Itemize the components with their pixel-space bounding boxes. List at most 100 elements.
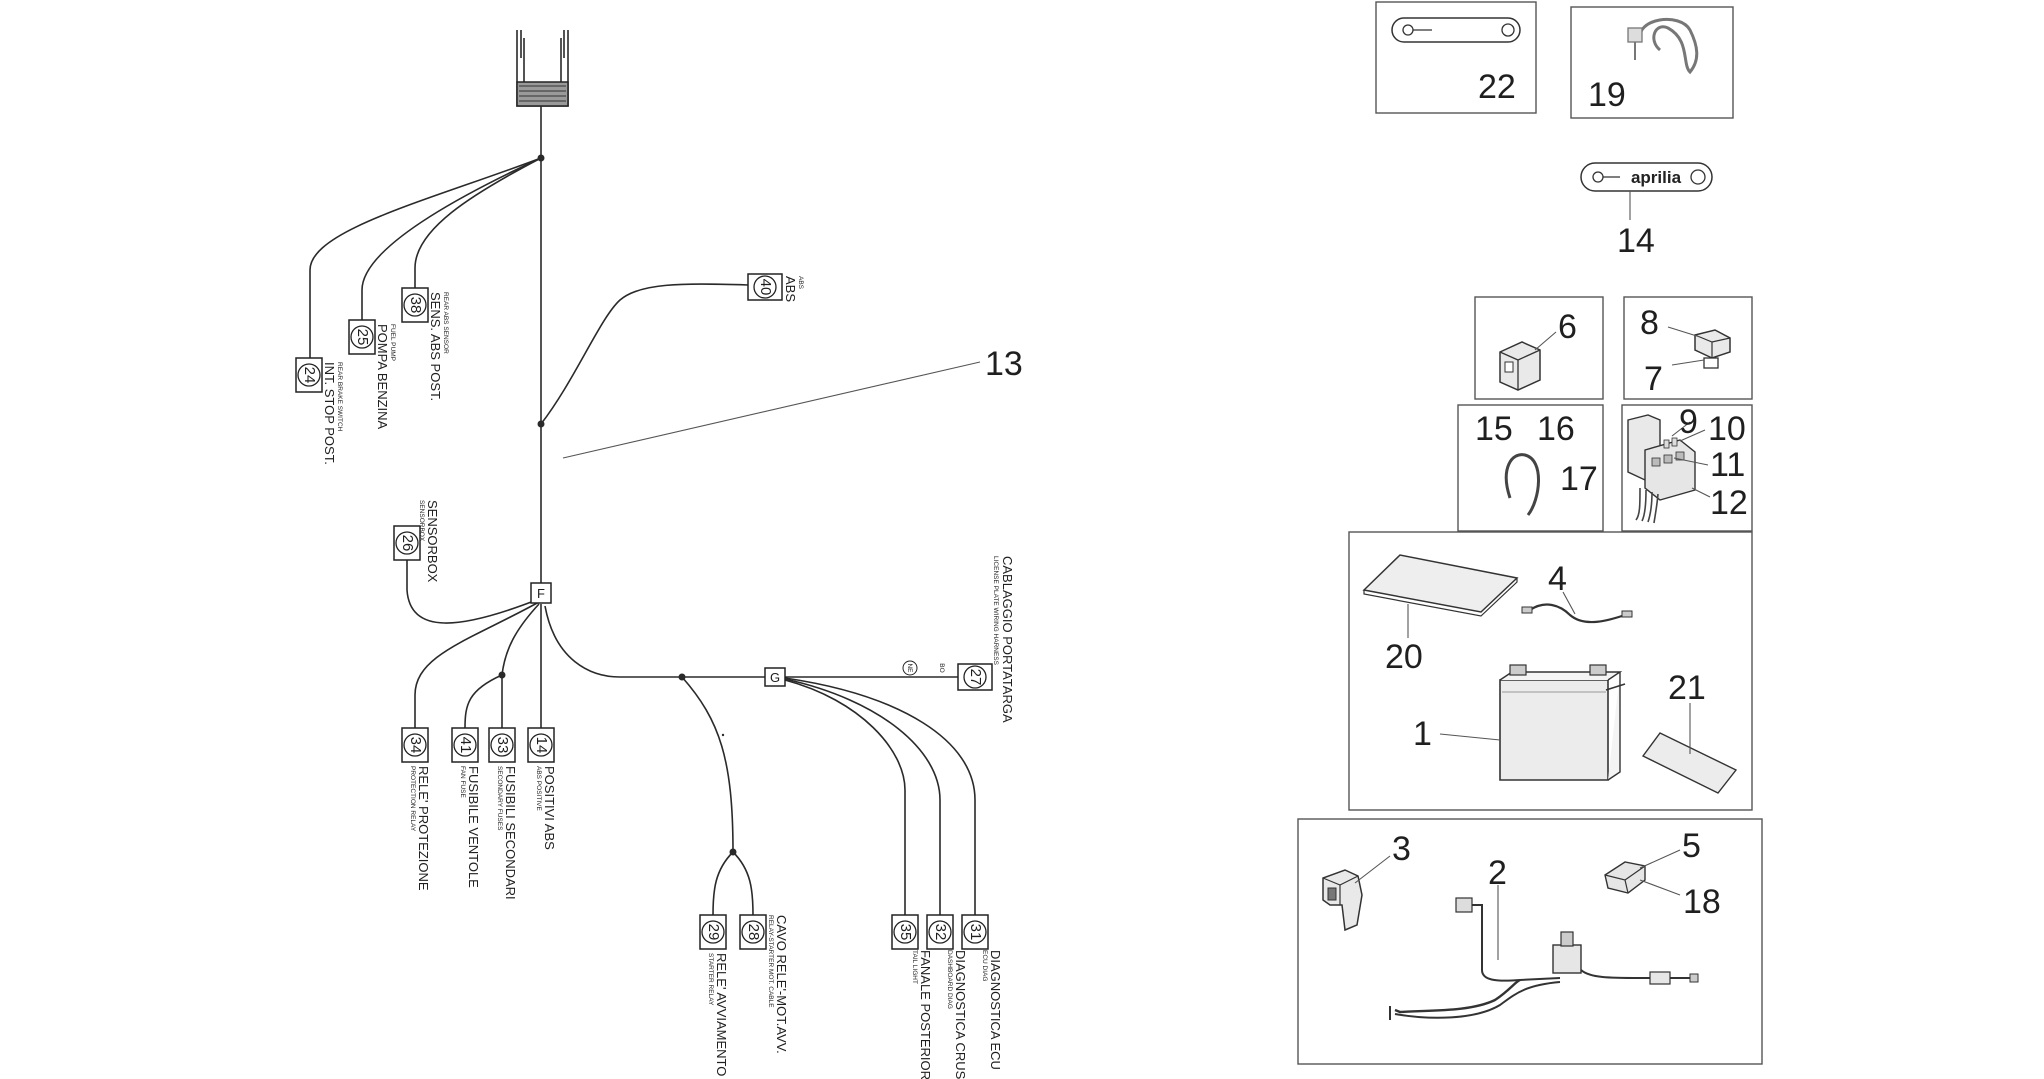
- label-8: 8: [1640, 304, 1659, 342]
- label-19: 19: [1588, 76, 1626, 114]
- connector-31: 31 DIAGNOSTICA ECU ECU DIAG: [961, 914, 1003, 1070]
- connector-33-number: 33: [494, 737, 511, 754]
- connector-34-label: RELE' PROTEZIONE: [416, 766, 431, 891]
- connector-32-number: 32: [932, 924, 949, 941]
- box-15-16-17: [1457, 404, 1604, 532]
- connector-40-label: ABS: [783, 276, 798, 302]
- connector-35-number: 35: [897, 924, 914, 941]
- connector-28-number: 28: [745, 924, 762, 941]
- box-19: [1570, 6, 1734, 119]
- battery-icon: [1499, 664, 1626, 781]
- label-11: 11: [1710, 446, 1745, 484]
- box-8-7: [1623, 296, 1753, 400]
- label-7: 7: [1644, 360, 1663, 398]
- connector-24-sublabel: REAR BRAKE SWITCH: [336, 362, 343, 432]
- connector-14-sublabel: ABS POSITIVE: [535, 766, 542, 811]
- key-tag-icon: [1391, 17, 1521, 43]
- aprilia-key-tag-icon: aprilia: [1580, 162, 1713, 192]
- main-harness-plug-icon: [516, 30, 569, 107]
- connector-26-sublabel: SENSORBOX: [418, 500, 425, 542]
- wiring-harness: F G NE BO 13 24 INT. STOP POST. REAR BRA…: [295, 30, 1023, 1079]
- label-15: 15: [1475, 410, 1513, 448]
- connector-41-label: FUSIBILE VENTOLE: [466, 766, 481, 888]
- connector-40-number: 40: [757, 279, 774, 296]
- connector-24-label: INT. STOP POST.: [322, 362, 337, 465]
- connector-38-label: SENS. ABS POST.: [428, 292, 443, 401]
- box-9-10-11-12: [1621, 404, 1753, 532]
- label-22: 22: [1478, 68, 1516, 106]
- connector-41: 41 FUSIBILE VENTOLE FAN FUSE: [451, 727, 481, 888]
- box-6: [1474, 296, 1604, 400]
- connector-34-number: 34: [407, 737, 424, 754]
- connector-34: 34 RELE' PROTEZIONE PROTECTION RELAY: [401, 727, 431, 891]
- connector-32-label: DIAGNOSTICA CRUSCOTTO: [953, 950, 968, 1079]
- connector-24: 24 INT. STOP POST. REAR BRAKE SWITCH: [295, 357, 343, 465]
- connector-27-number: 27: [967, 669, 984, 686]
- battery-label-strip-icon: [1641, 732, 1738, 794]
- connector-28-label: CAVO RELE'-MOT.AVV.: [774, 915, 789, 1054]
- connector-40-sublabel: ABS: [797, 276, 804, 290]
- parts-panel: 22 19 aprilia 14 6: [1297, 1, 1763, 1065]
- connector-27-label: CABLAGGIO PORTATARGA: [1000, 556, 1015, 723]
- connector-25: 25 POMPA BENZINA FUEL PUMP: [348, 319, 396, 430]
- main-cable-icon: [1389, 897, 1699, 1020]
- connector-41-sublabel: FAN FUSE: [459, 766, 466, 798]
- connector-25-number: 25: [354, 329, 371, 346]
- connector-27-sublabel: LICENSE PLATE WIRING HARNESS: [992, 556, 999, 666]
- connector-28-sublabel: RELAY-STARTER MOT. CABLE: [767, 915, 774, 1008]
- connector-28: 28 CAVO RELE'-MOT.AVV. RELAY-STARTER MOT…: [739, 914, 789, 1054]
- connector-33-label: FUSIBILI SECONDARI: [503, 766, 518, 900]
- label-3: 3: [1392, 830, 1411, 868]
- connector-40: 40 ABS ABS: [747, 273, 804, 302]
- fuse-box-icon: [1627, 414, 1696, 524]
- connector-26-number: 26: [399, 535, 416, 552]
- label-1: 1: [1413, 715, 1432, 753]
- connector-25-sublabel: FUEL PUMP: [389, 324, 396, 361]
- wire-loop-icon: [1504, 453, 1540, 516]
- connector-29-label: RELE' AVVIAMENTO: [714, 953, 729, 1076]
- connector-41-number: 41: [457, 737, 474, 754]
- terminal-boot-icon: [1322, 869, 1363, 932]
- connector-38: 38 SENS. ABS POST. REAR ABS SENSOR: [401, 287, 449, 401]
- connector-35-label: FANALE POSTERIORE: [918, 950, 933, 1079]
- label-20: 20: [1385, 638, 1423, 676]
- connector-14: 14 POSITIVI ABS ABS POSITIVE: [527, 727, 557, 850]
- connector-33: 33 FUSIBILI SECONDARI SECONDARY FUSES: [488, 727, 518, 900]
- label-12: 12: [1710, 484, 1748, 522]
- connector-26: 26 SENSORBOX SENSORBOX: [393, 500, 440, 583]
- label-5: 5: [1682, 827, 1701, 865]
- connector-29: 29 RELE' AVVIAMENTO STARTER RELAY: [699, 914, 729, 1076]
- label-9: 9: [1679, 403, 1698, 441]
- label-16: 16: [1537, 410, 1575, 448]
- connector-32-sublabel: DASHBOARD DIAG: [946, 950, 953, 1009]
- connector-38-sublabel: REAR ABS SENSOR: [442, 292, 449, 354]
- connector-29-sublabel: STARTER RELAY: [707, 953, 714, 1006]
- connector-31-sublabel: ECU DIAG: [981, 950, 988, 981]
- fuse-holder-icon: [1604, 861, 1646, 894]
- connector-35: 35 FANALE POSTERIORE TAIL LIGHT: [891, 914, 933, 1079]
- label-18: 18: [1683, 883, 1721, 921]
- connector-27: 27 CABLAGGIO PORTATARGA LICENSE PLATE WI…: [957, 556, 1015, 723]
- box-22: [1375, 1, 1537, 114]
- label-4: 4: [1548, 560, 1567, 598]
- junction-g-label: G: [770, 670, 780, 685]
- connector-25-label: POMPA BENZINA: [375, 324, 390, 430]
- label-2: 2: [1488, 854, 1507, 892]
- box-cables: [1297, 818, 1763, 1065]
- connector-14-number: 14: [533, 737, 550, 754]
- mark-bo: BO: [938, 663, 945, 672]
- junction-g: [764, 667, 786, 687]
- label-17: 17: [1560, 460, 1598, 498]
- junction-f-label: F: [537, 586, 545, 601]
- relay-icon: [1499, 341, 1541, 391]
- battery-pad-icon: [1362, 554, 1519, 617]
- connector-31-number: 31: [967, 924, 984, 941]
- connector-33-sublabel: SECONDARY FUSES: [496, 766, 503, 831]
- connector-38-number: 38: [407, 297, 424, 314]
- aprilia-logo: aprilia: [1631, 168, 1682, 187]
- connector-14-label: POSITIVI ABS: [542, 766, 557, 850]
- label-14: 14: [1617, 222, 1655, 260]
- label-10: 10: [1708, 410, 1746, 448]
- small-relay-icon: [1694, 329, 1731, 369]
